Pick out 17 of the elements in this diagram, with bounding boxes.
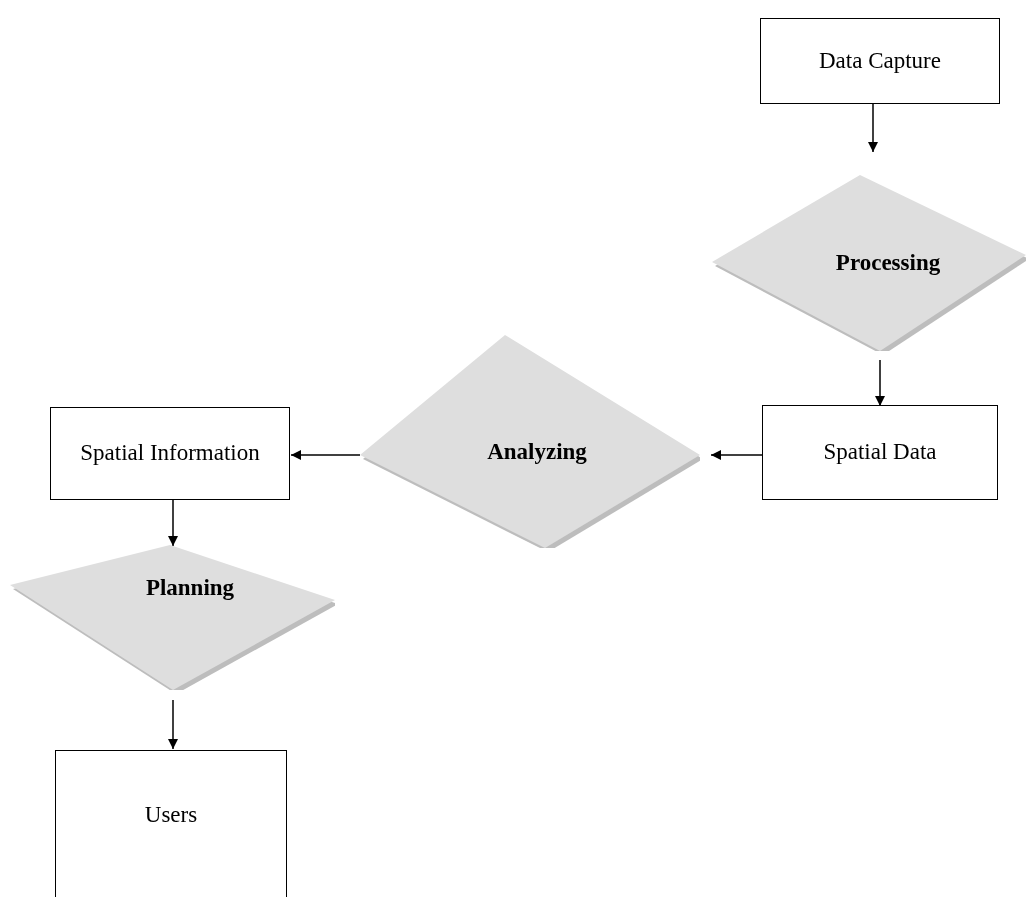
arrow bbox=[168, 699, 178, 750]
node-label: Spatial Information bbox=[80, 439, 260, 468]
arrow bbox=[875, 359, 885, 407]
arrow bbox=[710, 450, 763, 460]
process-box bbox=[55, 750, 287, 897]
node-label: Spatial Data bbox=[823, 438, 937, 467]
process-box bbox=[762, 405, 998, 500]
node-label: Data Capture bbox=[819, 46, 941, 75]
arrow bbox=[290, 450, 361, 460]
process-box bbox=[760, 18, 1000, 104]
arrow bbox=[168, 499, 178, 547]
node-label: Processing bbox=[834, 248, 942, 277]
node-label: Users bbox=[144, 801, 198, 829]
process-box bbox=[50, 407, 290, 500]
node-label: Planning bbox=[144, 573, 236, 602]
node-label: Analyzing bbox=[486, 437, 588, 466]
arrow bbox=[868, 103, 878, 153]
